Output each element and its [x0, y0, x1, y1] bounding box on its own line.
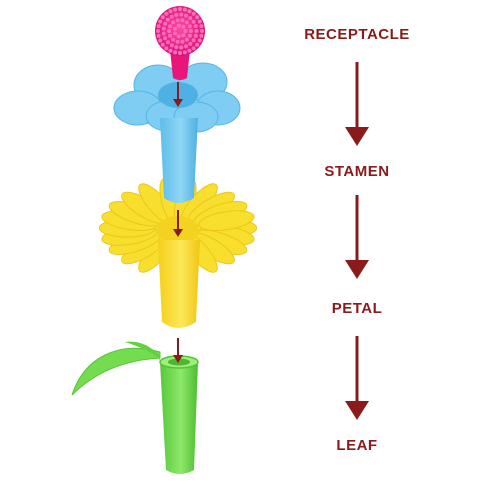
yellow-petal [198, 210, 255, 231]
receptacle-stem [170, 50, 190, 80]
receptacle-bump [175, 18, 180, 23]
receptacle-bump [169, 14, 174, 19]
receptacle-bump [168, 24, 173, 29]
arrow-petal-to-leaf [345, 336, 369, 420]
receptacle-bump [168, 48, 173, 53]
receptacle-bump [163, 21, 168, 26]
receptacle-bump [194, 29, 199, 33]
receptacle-bump [163, 36, 168, 41]
receptacle-bump [195, 15, 200, 20]
arrow-stamen-to-petal [345, 195, 369, 279]
receptacle-bump [165, 40, 170, 45]
leaf-upper [125, 341, 160, 360]
receptacle-bump [161, 26, 166, 31]
receptacle-bump [191, 19, 196, 24]
receptacle-bump [180, 18, 185, 23]
receptacle-bump [173, 7, 178, 12]
receptacle-bump [199, 33, 204, 38]
receptacle-bump [158, 38, 163, 43]
receptacle-bump [179, 45, 184, 50]
receptacle-bump [156, 33, 161, 38]
receptacle-bump [165, 17, 170, 22]
receptacle-bump [173, 26, 177, 31]
receptacle-bump [181, 33, 186, 38]
receptacle-bump [178, 7, 182, 11]
receptacle-bump [171, 37, 176, 42]
receptacle-bump [188, 16, 193, 21]
receptacle-bump [164, 11, 169, 16]
receptacle-bump [161, 31, 166, 36]
receptacle-bump [156, 24, 161, 29]
receptacle-bump [187, 48, 192, 53]
receptacle-bump [184, 13, 188, 18]
receptacle-bump [183, 29, 188, 33]
receptacle-bump [174, 45, 179, 50]
receptacle-bump [184, 37, 189, 42]
leaf-stem-tube [160, 362, 198, 474]
flow-arrows [345, 62, 369, 420]
receptacle-bump [199, 24, 204, 29]
receptacle-bump [156, 29, 160, 33]
receptacle-bump [187, 24, 192, 29]
receptacle-bump [175, 39, 180, 44]
receptacle-bump [189, 29, 193, 33]
receptacle-bump [160, 15, 165, 20]
label-stamen: STAMEN [324, 163, 390, 180]
petal-stem-tube [158, 240, 200, 328]
receptacle-bump [173, 50, 178, 55]
receptacle-bump [197, 19, 202, 24]
receptacle-bump [167, 29, 171, 33]
receptacle-bump [184, 20, 189, 25]
receptacle-piece [155, 6, 205, 80]
receptacle-bump [179, 12, 184, 17]
receptacle-bump [164, 46, 169, 51]
receptacle-bump [184, 44, 188, 49]
receptacle-bump [197, 38, 202, 43]
receptacle-bump [176, 23, 181, 28]
receptacle-bump [174, 12, 179, 17]
insert-arrows [173, 82, 183, 363]
receptacle-bump [188, 41, 193, 46]
leaf-piece [71, 341, 199, 474]
receptacle-bump [191, 11, 196, 16]
receptacle-bump [173, 31, 177, 36]
receptacle-bump [169, 43, 174, 48]
receptacle-bump [168, 9, 173, 14]
receptacle-bump [187, 9, 192, 14]
receptacle-bump [187, 33, 192, 38]
label-leaf: LEAF [336, 437, 378, 454]
receptacle-bump [181, 24, 186, 29]
receptacle-bump [193, 24, 198, 29]
stamen-piece [113, 62, 241, 203]
receptacle-bump [182, 7, 187, 12]
receptacle-bump [171, 20, 176, 25]
receptacle-bump [180, 39, 185, 44]
receptacle-bump [193, 33, 198, 38]
petal-piece [98, 177, 258, 328]
label-receptacle: RECEPTACLE [304, 26, 410, 43]
receptacle-bump [168, 33, 173, 38]
receptacle-bump [195, 42, 200, 47]
receptacle-bump [158, 19, 163, 24]
leaf-blade [71, 347, 161, 396]
arrow-receptacle-to-stamen [345, 62, 369, 146]
receptacle-bump [160, 42, 165, 47]
receptacle-bump [200, 29, 204, 33]
receptacle-bump [176, 34, 181, 39]
label-petal: PETAL [331, 300, 383, 317]
receptacle-bump [191, 46, 196, 51]
receptacle-bump [191, 38, 196, 43]
receptacle-bump [182, 50, 187, 55]
stamen-stem-tube [160, 118, 198, 203]
receptacle-bump [178, 51, 182, 55]
